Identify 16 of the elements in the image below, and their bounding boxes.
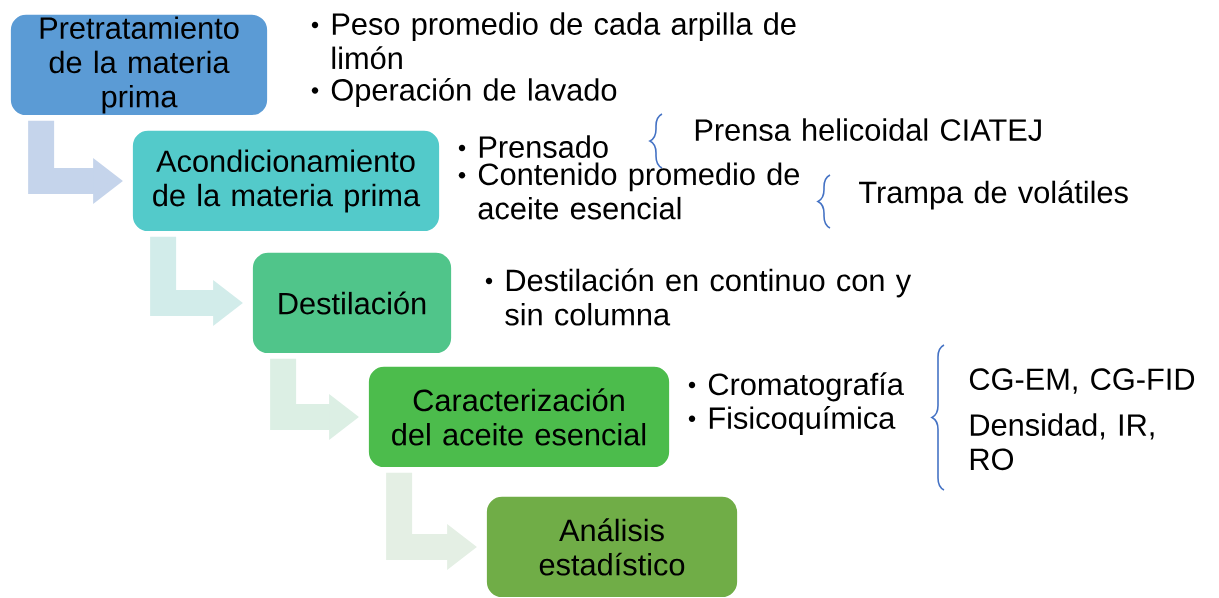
bullet-item: Peso promedio de cada arpilla de limón bbox=[332, 12, 796, 70]
bullet-item: Operación de lavado bbox=[331, 77, 617, 107]
process-box: Destilación bbox=[251, 251, 453, 355]
process-box: Acondicionamiento de la materia prima bbox=[131, 129, 441, 233]
bullet-item: Prensado bbox=[479, 135, 608, 158]
process-box: Pretratamiento de la materia prima bbox=[9, 13, 269, 117]
process-box: Caracterización del aceite esencial bbox=[367, 365, 671, 469]
bullet-item: Destilación en continuo con y sin columna bbox=[505, 268, 912, 326]
annotation-text: Prensa helicoidal CIATEJ bbox=[695, 118, 1041, 141]
bullet-item: Fisicoquímica bbox=[709, 406, 896, 436]
annotation-text: Trampa de volátiles bbox=[859, 180, 1128, 210]
bullet-item: Cromatografía bbox=[708, 372, 904, 402]
annotation-text: Densidad, IR, RO bbox=[970, 413, 1154, 471]
bullet-item: Contenido promedio de aceite esencial bbox=[478, 162, 799, 220]
annotation-text: CG-EM, CG-FID bbox=[969, 368, 1195, 394]
process-box: Análisis estadístico bbox=[485, 495, 739, 598]
